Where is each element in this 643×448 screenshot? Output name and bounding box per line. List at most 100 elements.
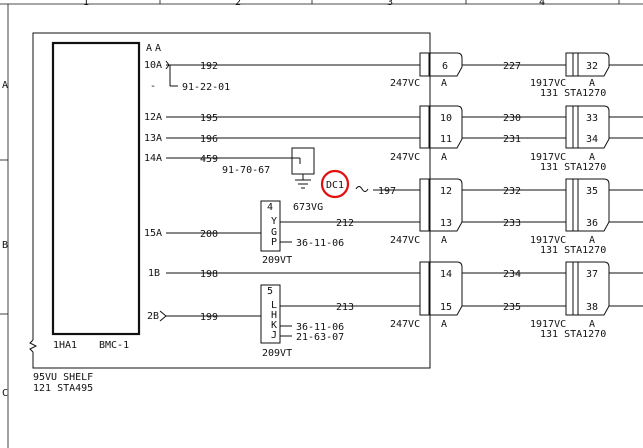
connector-sub: A — [441, 235, 447, 246]
connector-sub: A — [589, 235, 595, 246]
connector-pin-37: 37 — [586, 269, 598, 280]
wire-192: 192 — [200, 61, 218, 72]
connector-label: 1917VC — [530, 235, 566, 246]
dc1-marker: DC1 — [320, 169, 350, 199]
wire-197: 197 — [378, 186, 396, 197]
zone-col-3: 3 — [387, 0, 393, 8]
connector-1917vc-1: 32 1917VC A 131 STA1270 — [530, 52, 643, 99]
connector-label: 1917VC — [530, 319, 566, 330]
wires: 192 91-22-01 195 196 459 200 198 199 212… — [159, 60, 420, 337]
wire-200: 200 — [200, 229, 218, 240]
wire-227: 227 — [503, 61, 521, 72]
ground-ref: 91-70-67 — [222, 165, 270, 176]
connector-sub: A — [589, 78, 595, 89]
wire-196: 196 — [200, 134, 218, 145]
zone-col-4: 4 — [539, 0, 545, 8]
wire-230: 230 — [503, 113, 521, 124]
shelf-station: 121 STA495 — [33, 383, 93, 394]
connector-label: 247VC — [390, 78, 420, 89]
connector-sub: A — [441, 152, 447, 163]
pin-14a: 14A — [144, 153, 162, 164]
pin-13a: 13A — [144, 133, 162, 144]
unit-label: BMC-1 — [99, 340, 129, 351]
connector-label: 1917VC — [530, 78, 566, 89]
connector-sta: 131 STA1270 — [540, 245, 606, 256]
ground-label: 673VG — [293, 202, 323, 213]
connector-1917vc-3: 35 36 1917VC A 131 STA1270 — [530, 178, 643, 256]
wire-195: 195 — [200, 113, 218, 124]
zone-row-a: A — [2, 80, 8, 91]
shelf-outline: 95VU SHELF 121 STA495 — [29, 32, 431, 394]
connector-pin-13: 13 — [440, 218, 452, 229]
connector-pin-15: 15 — [440, 302, 452, 313]
wire-199: 199 — [200, 312, 218, 323]
splice-bottom-pin-1: 5 — [267, 286, 273, 297]
splice-top-ref: 36-11-06 — [296, 238, 344, 249]
splice-bottom-pin-4: K — [271, 320, 277, 331]
connector-label: 247VC — [390, 235, 420, 246]
wire-233: 233 — [503, 218, 521, 229]
wire-231: 231 — [503, 134, 521, 145]
connector-pin-32: 32 — [586, 61, 598, 72]
connector-247vc-3: 12 13 247VC A — [390, 178, 463, 246]
splice-bottom: 5 L H K J 36-11-06 21-63-07 209VT — [260, 284, 344, 359]
connector-label: 247VC — [390, 319, 420, 330]
wire-212: 212 — [336, 218, 354, 229]
connector-sub: A — [441, 319, 447, 330]
pin-1b: 1B — [148, 268, 160, 279]
wire-235: 235 — [503, 302, 521, 313]
splice-top-label: 209VT — [262, 255, 292, 266]
wires-right: 227 230 231 232 233 234 235 — [462, 61, 566, 313]
pin-10a: 10A — [144, 60, 162, 71]
unit-1ha1: 1HA1 BMC-1 A A 10A - 12A 13A 14A 15A 1B … — [51, 41, 162, 351]
connector-sta: 131 STA1270 — [540, 88, 606, 99]
connector-pin-6: 6 — [442, 61, 448, 72]
pin-15a: 15A — [144, 228, 162, 239]
unit-header-a1: A — [146, 43, 152, 54]
connector-247vc-4: 14 15 247VC A — [390, 261, 463, 330]
connector-pin-11: 11 — [440, 134, 452, 145]
splice-bottom-pin-2: L — [271, 300, 277, 311]
connector-sub: A — [589, 152, 595, 163]
pin-2b: 2B — [147, 311, 159, 322]
zone-row-c: C — [2, 388, 8, 399]
splice-bottom-ref-1: 36-11-06 — [296, 322, 344, 333]
connector-247vc-2: 10 11 247VC A — [390, 105, 463, 163]
connector-pin-33: 33 — [586, 113, 598, 124]
wire-198: 198 — [200, 269, 218, 280]
connector-1917vc-4: 37 38 1917VC A 131 STA1270 — [530, 261, 643, 340]
wire-234: 234 — [503, 269, 521, 280]
splice-bottom-ref-2: 21-63-07 — [296, 332, 344, 343]
connector-label: 1917VC — [530, 152, 566, 163]
wire-213: 213 — [336, 302, 354, 313]
unit-name: 1HA1 — [53, 340, 77, 351]
connector-label: 247VC — [390, 152, 420, 163]
splice-bottom-pin-5: J — [271, 330, 277, 341]
connector-pin-12: 12 — [440, 186, 452, 197]
connector-sub: A — [441, 78, 447, 89]
splice-top-pin-2: Y — [271, 216, 277, 227]
splice-top-pin-3: G — [271, 227, 277, 238]
splice-top-pin-1: 4 — [267, 202, 273, 213]
connector-pin-36: 36 — [586, 218, 598, 229]
wire-459: 459 — [200, 154, 218, 165]
connector-pin-38: 38 — [586, 302, 598, 313]
shelf-label: 95VU SHELF — [33, 372, 93, 383]
zone-col-2: 2 — [235, 0, 241, 8]
splice-bottom-label: 209VT — [262, 348, 292, 359]
ground-symbol: 91-70-67 673VG — [222, 147, 323, 213]
connector-sub: A — [589, 319, 595, 330]
splice-top-pin-4: P — [271, 237, 277, 248]
pin-dash: - — [150, 81, 156, 92]
connector-pin-35: 35 — [586, 186, 598, 197]
connector-pin-14: 14 — [440, 269, 452, 280]
connector-pin-34: 34 — [586, 134, 598, 145]
unit-header-a2: A — [155, 43, 161, 54]
splice-bottom-pin-3: H — [271, 310, 277, 321]
zone-col-1: 1 — [83, 0, 89, 8]
wire-91-22-01: 91-22-01 — [182, 82, 230, 93]
splice-top: 4 Y G P 36-11-06 209VT — [260, 200, 344, 266]
dc1-label: DC1 — [326, 180, 344, 191]
